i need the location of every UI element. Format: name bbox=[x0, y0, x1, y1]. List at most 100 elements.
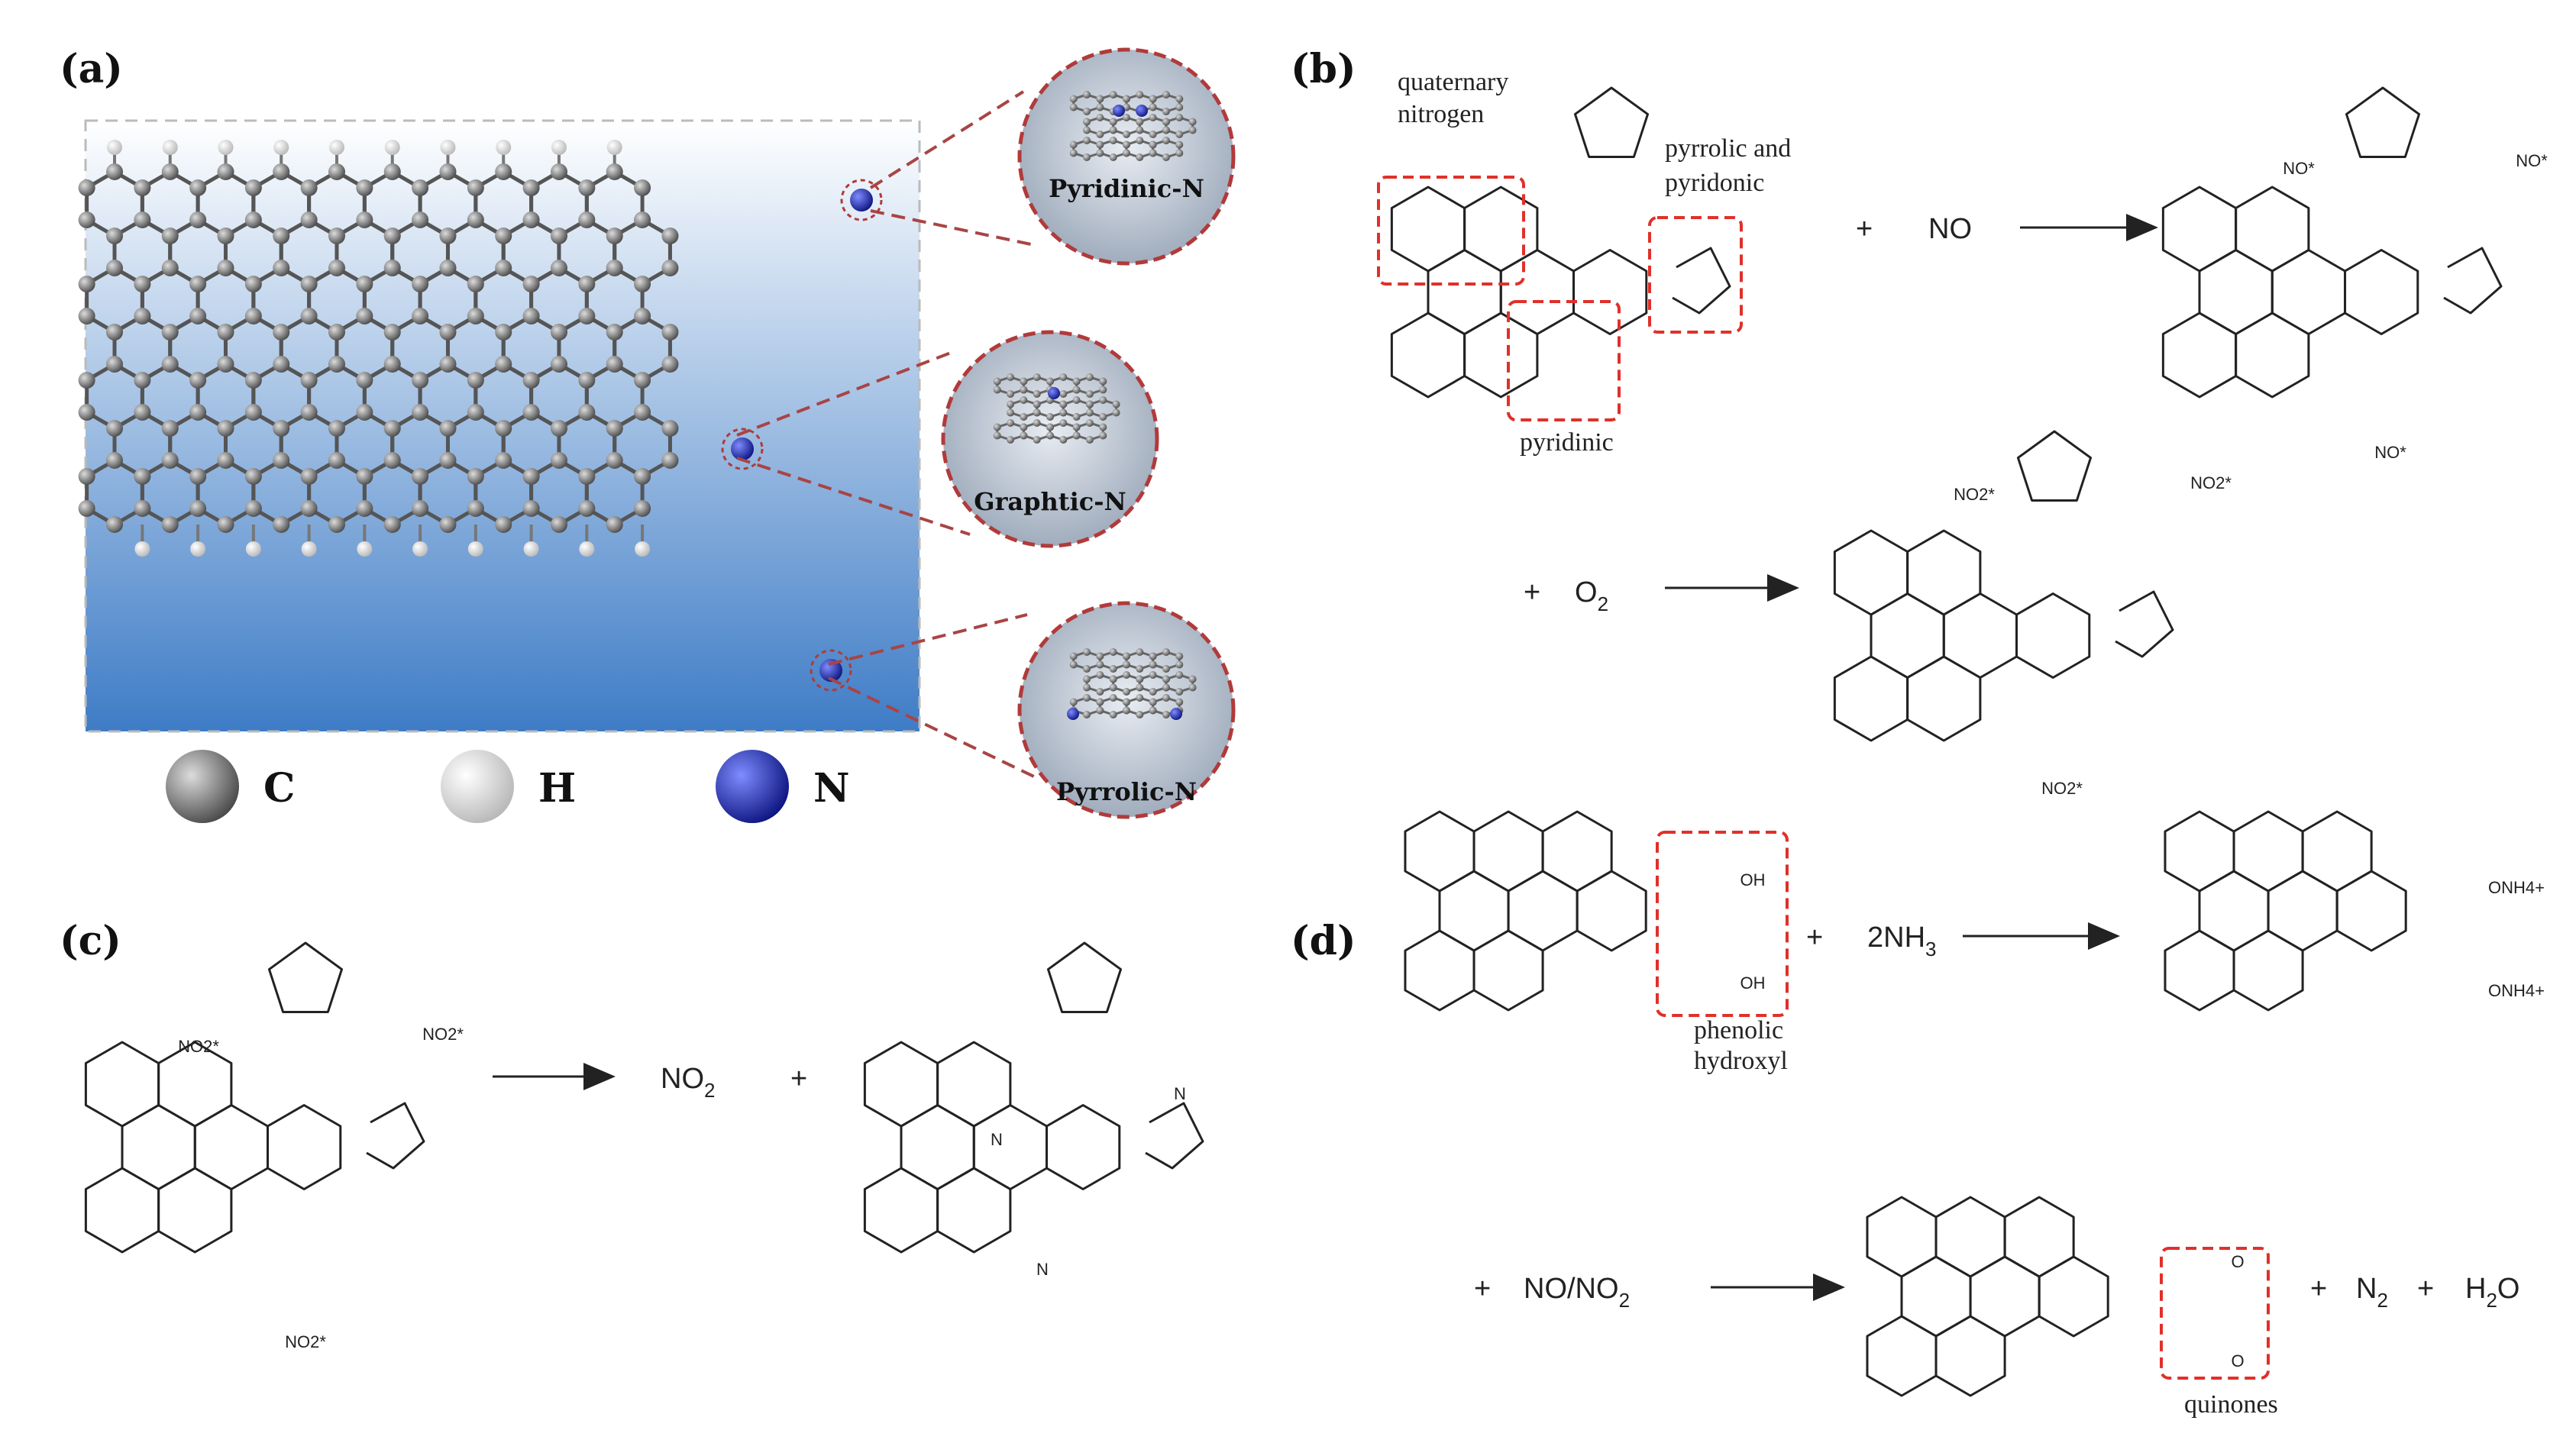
pyrrole-ring bbox=[2443, 247, 2503, 315]
carbon-atom bbox=[134, 211, 151, 228]
carbon-atom bbox=[217, 163, 234, 180]
badge-carbon bbox=[1007, 419, 1015, 427]
annotation-quinones: quinones bbox=[2184, 1390, 2278, 1419]
badge-carbon bbox=[1175, 149, 1184, 157]
atom-label: NO2* bbox=[178, 1037, 219, 1056]
badge-carbon bbox=[1069, 95, 1078, 103]
carbon-atom bbox=[634, 276, 651, 292]
carbon-atom bbox=[606, 452, 623, 469]
carbon-atom bbox=[273, 228, 290, 244]
atom-label: N bbox=[1036, 1260, 1049, 1279]
badge-carbon bbox=[1085, 390, 1094, 398]
carbon-atom bbox=[356, 468, 373, 485]
carbon-atom bbox=[217, 228, 234, 244]
pentagon-ring bbox=[2345, 86, 2421, 158]
panel-c: (c) NO2*NO2*NO2* NO2 + NNN bbox=[60, 918, 1204, 1351]
carbon-atom bbox=[134, 500, 151, 517]
atom-label: NO* bbox=[2283, 159, 2315, 178]
ring-bond bbox=[193, 1104, 270, 1190]
badge-carbon bbox=[1046, 377, 1054, 386]
pyrrolic-site-marker bbox=[810, 649, 852, 692]
badge-carbon bbox=[1123, 95, 1130, 103]
ring-bond bbox=[1934, 1196, 2006, 1278]
badge-carbon bbox=[1072, 386, 1081, 394]
badge-carbon bbox=[1123, 688, 1130, 696]
badge-carbon bbox=[993, 431, 1001, 440]
badge-carbon bbox=[1162, 137, 1170, 144]
carbon-atom bbox=[300, 211, 318, 228]
badge-carbon bbox=[1136, 153, 1144, 161]
carbon-atom bbox=[244, 276, 262, 292]
carbon-atom bbox=[383, 356, 401, 373]
carbon-atom bbox=[412, 276, 429, 292]
carbon-atom bbox=[356, 308, 373, 324]
carbon-atom bbox=[634, 468, 651, 485]
badge-carbon bbox=[1072, 377, 1081, 386]
carbon-atom bbox=[328, 260, 345, 276]
badge-carbon bbox=[1085, 419, 1094, 427]
badge-carbon bbox=[1188, 683, 1197, 692]
badge-carbon bbox=[1083, 694, 1091, 702]
badge-carbon bbox=[1099, 431, 1107, 440]
carbon-atom bbox=[522, 468, 540, 485]
carbon-atom bbox=[244, 500, 262, 517]
carbon-atom bbox=[467, 308, 484, 324]
graphene-lattice bbox=[78, 140, 873, 682]
carbon-atom bbox=[106, 324, 123, 341]
ring-bond bbox=[1900, 1255, 1972, 1338]
carbon-atom bbox=[328, 420, 345, 437]
carbon-atom bbox=[495, 228, 512, 244]
badge-carbon bbox=[1085, 400, 1094, 408]
carbon-atom bbox=[467, 404, 484, 421]
d-step2-plus2: + bbox=[2310, 1273, 2327, 1305]
hydrogen-atom bbox=[523, 541, 539, 557]
carbon-atom bbox=[383, 228, 401, 244]
badge-carbon bbox=[1059, 408, 1068, 417]
ring-bond bbox=[2198, 870, 2270, 952]
badge-carbon bbox=[1149, 103, 1157, 111]
ring-bond bbox=[84, 1167, 160, 1254]
carbon-atom bbox=[495, 163, 512, 180]
panel-b: (b) quaternary nitrogen pyrrolic and pyr… bbox=[1291, 46, 2548, 798]
badge-carbon bbox=[1123, 660, 1130, 669]
carbon-atom bbox=[106, 356, 123, 373]
carbon-atom bbox=[495, 452, 512, 469]
carbon-atom bbox=[244, 211, 262, 228]
carbon-atom bbox=[328, 452, 345, 469]
badge-pyridinic-n: Pyridinic-N bbox=[1017, 47, 1236, 266]
atom-label: NO* bbox=[2374, 443, 2406, 462]
atom-label: NO2* bbox=[422, 1025, 464, 1044]
carbon-atom bbox=[578, 468, 596, 485]
quaternary-n-highlight bbox=[1377, 176, 1525, 286]
badge-carbon bbox=[1109, 711, 1117, 718]
legend-carbon-label: C bbox=[263, 765, 295, 812]
badge-carbon bbox=[1046, 423, 1054, 431]
badge-carbon bbox=[1136, 91, 1144, 98]
badge-pyrrolic-label: Pyrrolic-N bbox=[1056, 777, 1197, 806]
ring-bond bbox=[936, 1041, 1012, 1128]
badge-pyridinic-label: Pyridinic-N bbox=[1049, 174, 1204, 203]
carbon-atom bbox=[189, 372, 207, 389]
carbon-atom bbox=[467, 372, 484, 389]
hydrogen-atom bbox=[496, 140, 512, 155]
badge-carbon bbox=[1096, 95, 1104, 103]
atom-label: ONH4+ bbox=[2488, 981, 2545, 1000]
carbon-atom bbox=[189, 308, 207, 324]
badge-carbon bbox=[1007, 408, 1015, 417]
carbon-atom bbox=[522, 404, 540, 421]
carbon-atom bbox=[356, 372, 373, 389]
carbon-atom bbox=[550, 516, 567, 533]
atom-label: OH bbox=[1740, 973, 1766, 993]
nitrogen-atom bbox=[850, 189, 873, 211]
b-step1-plus: + bbox=[1856, 213, 1873, 245]
carbon-atom bbox=[467, 276, 484, 292]
carbon-atom bbox=[244, 468, 262, 485]
ring-bond bbox=[1866, 1196, 1938, 1278]
carbon-atom bbox=[495, 420, 512, 437]
badge-carbon bbox=[1136, 126, 1144, 134]
badge-carbon bbox=[993, 423, 1001, 431]
badge-carbon bbox=[1085, 408, 1094, 417]
ring-bond bbox=[1906, 529, 1982, 616]
ring-bond bbox=[1390, 312, 1466, 399]
